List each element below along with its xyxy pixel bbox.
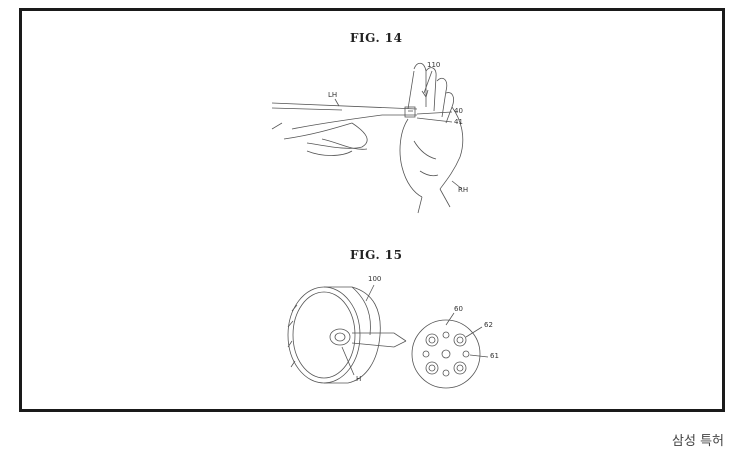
ref-41: 41 <box>454 118 463 126</box>
fig-15-device-drawing <box>287 284 489 389</box>
fig-14-hands-drawing <box>271 62 464 214</box>
ref-rh: RH <box>458 186 469 194</box>
fig-15-title: FIG. 15 <box>350 248 403 262</box>
ref-60: 60 <box>454 305 463 313</box>
ref-40: 40 <box>454 107 463 115</box>
ref-61: 61 <box>490 352 499 360</box>
ref-62: 62 <box>484 321 493 329</box>
ref-110: 110 <box>427 61 441 69</box>
ref-lh: LH <box>328 91 338 99</box>
fig-14-title: FIG. 14 <box>350 31 403 45</box>
ref-100: 100 <box>368 275 382 283</box>
image-caption: 삼성 특허 <box>672 434 724 449</box>
ref-h: H <box>356 375 362 383</box>
patent-figure-frame: FIG. 14 <box>19 8 725 412</box>
